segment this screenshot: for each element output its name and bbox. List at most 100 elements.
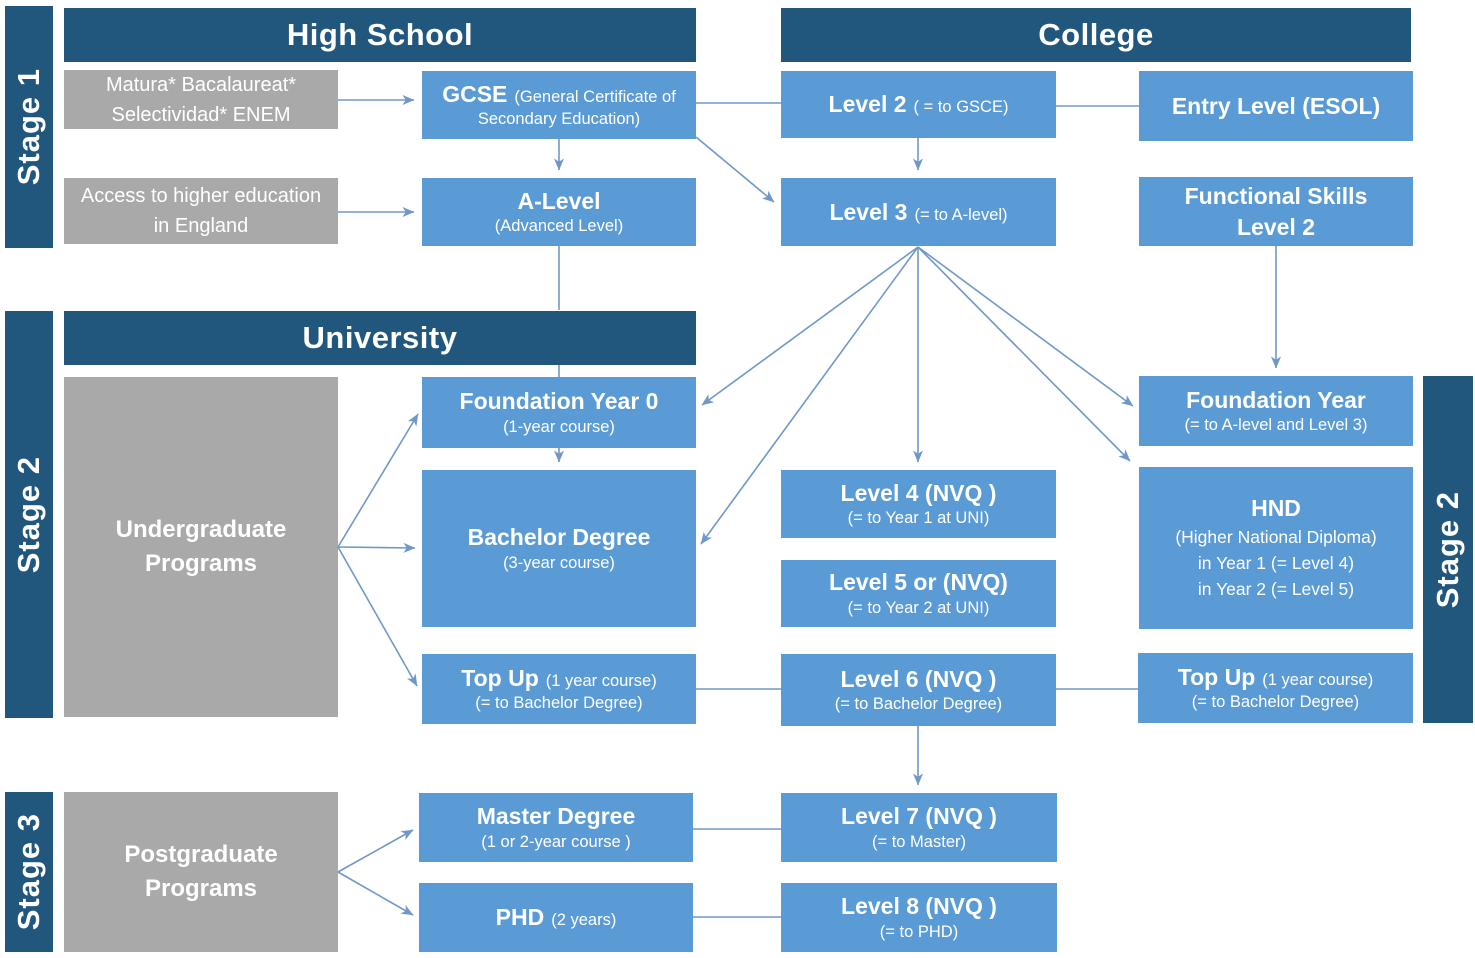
foundation-year0-title: Foundation Year 0 (459, 388, 659, 415)
phd-title: PHD (495, 904, 545, 931)
gcse-text: GCSE(General Certificate of Secondary Ed… (432, 79, 686, 131)
level3-title: Level 3 (829, 198, 908, 225)
hnd-box: HND (Higher National Diploma) in Year 1 … (1139, 467, 1413, 629)
college-header: College (781, 8, 1411, 62)
functional-skills-title: Functional Skills (1184, 183, 1368, 210)
phd-subtitle: (2 years) (551, 911, 617, 930)
level5-subtitle: (= to Year 2 at UNI) (847, 598, 990, 617)
stage1-label: Stage 1 (11, 68, 46, 186)
level6-title: Level 6 (NVQ ) (840, 665, 997, 692)
stage3-bar: Stage 3 (5, 792, 53, 952)
a-level-subtitle: (Advanced Level) (494, 217, 624, 236)
level2-title: Level 2 (828, 91, 907, 118)
postgraduate-line2: Programs (144, 875, 258, 902)
level3-subtitle: (= to A-level) (914, 205, 1008, 224)
matura-line2: Selectividad* ENEM (111, 103, 291, 126)
top-up-university-sub2: (= to Bachelor Degree) (475, 694, 643, 713)
arrow-undergrad-to-top-up (337, 546, 418, 687)
arrow-level3-to-foundation0 (701, 246, 919, 406)
level3-box: Level 3 (= to A-level) (781, 178, 1056, 246)
bachelor-title: Bachelor Degree (467, 524, 651, 551)
top-up-college-sub: (1 year course) (1262, 670, 1374, 689)
level5-title: Level 5 or (NVQ) (829, 569, 1008, 596)
level7-subtitle: (= to Master) (872, 832, 966, 851)
level5-nvq-box: Level 5 or (NVQ) (= to Year 2 at UNI) (781, 560, 1056, 627)
foundation-year-subtitle: (= to A-level and Level 3) (1184, 416, 1368, 435)
foundation-year-box: Foundation Year (= to A-level and Level … (1139, 376, 1413, 446)
gcse-title: GCSE (442, 80, 508, 107)
bachelor-subtitle: (3-year course) (503, 553, 615, 572)
level2-box: Level 2 ( = to GSCE) (781, 71, 1056, 138)
arrow-postgrad-to-phd (337, 871, 414, 916)
functional-skills-title2: Level 2 (1237, 213, 1315, 240)
level7-title: Level 7 (NVQ ) (841, 803, 997, 830)
stage2-right-label: Stage 2 (1430, 490, 1465, 609)
university-title: University (302, 320, 458, 355)
top-up-college-box: Top Up (1 year course) (= to Bachelor Deg… (1138, 653, 1413, 723)
master-degree-box: Master Degree (1 or 2-year course ) (419, 793, 693, 862)
level8-title: Level 8 (NVQ ) (841, 893, 997, 920)
arrow-gcse-to-level3 (695, 136, 775, 203)
hnd-year1: in Year 1 (= Level 4) (1197, 553, 1355, 574)
access-line1: Access to higher education (80, 185, 322, 207)
university-header: University (64, 311, 696, 365)
level7-nvq-box: Level 7 (NVQ ) (= to Master) (781, 793, 1057, 862)
college-title: College (1038, 17, 1154, 52)
access-line2: in England (153, 215, 249, 237)
arrow-postgrad-to-master (337, 829, 414, 873)
entry-level-title: Entry Level (ESOL) (1171, 92, 1381, 119)
undergraduate-programs-box: Undergraduate Programs (64, 377, 338, 717)
level6-nvq-box: Level 6 (NVQ ) (= to Bachelor Degree) (781, 654, 1056, 726)
phd-text: PHD (2 years) (496, 902, 617, 932)
matura-box: Matura* Bacalaureat* Selectividad* ENEM (64, 70, 338, 129)
master-subtitle: (1 or 2-year course ) (481, 832, 631, 851)
hnd-subtitle: (Higher National Diploma) (1175, 526, 1377, 547)
undergraduate-line1: Undergraduate (115, 516, 287, 544)
phd-box: PHD (2 years) (419, 883, 693, 952)
postgraduate-programs-box: Postgraduate Programs (64, 792, 338, 952)
entry-level-esol-box: Entry Level (ESOL) (1139, 71, 1413, 141)
a-level-title: A-Level (517, 187, 601, 214)
bachelor-degree-box: Bachelor Degree (3-year course) (422, 470, 696, 627)
level6-subtitle: (= to Bachelor Degree) (834, 695, 1003, 714)
access-box: Access to higher education in England (64, 178, 338, 244)
stage2-left-bar: Stage 2 (5, 311, 53, 718)
top-up-college-sub2: (= to Bachelor Degree) (1191, 693, 1360, 712)
high-school-title: High School (286, 17, 474, 52)
matura-line1: Matura* Bacalaureat* (105, 73, 297, 96)
postgraduate-line1: Postgraduate (124, 841, 278, 869)
top-up-university-line1: Top Up (1 year course) (461, 663, 656, 693)
level4-nvq-box: Level 4 (NVQ ) (= to Year 1 at UNI) (781, 470, 1056, 538)
arrow-undergrad-to-foundation0 (337, 413, 419, 548)
gcse-box: GCSE(General Certificate of Secondary Ed… (422, 71, 696, 139)
stage2-left-label: Stage 2 (11, 455, 46, 574)
level8-subtitle: (= to PHD) (879, 922, 959, 941)
hnd-title: HND (1251, 495, 1301, 522)
foundation-year0-subtitle: (1-year course) (503, 417, 615, 436)
level3-text: Level 3 (= to A-level) (829, 197, 1007, 227)
master-title: Master Degree (476, 803, 636, 830)
top-up-university-sub: (1 year course) (545, 671, 657, 690)
arrow-level3-to-hnd (917, 246, 1131, 462)
level8-nvq-box: Level 8 (NVQ ) (= to PHD) (781, 883, 1057, 952)
arrow-level3-to-foundation-year (917, 246, 1134, 407)
functional-skills-box: Functional Skills Level 2 (1139, 177, 1413, 246)
level4-subtitle: (= to Year 1 at UNI) (847, 509, 990, 528)
stage1-bar: Stage 1 (5, 6, 53, 248)
top-up-university-title: Top Up (461, 664, 539, 691)
arrow-undergrad-to-bachelor (337, 542, 416, 553)
gcse-subtitle: (General Certificate of Secondary Educat… (477, 87, 676, 129)
hnd-year2: in Year 2 (= Level 5) (1197, 579, 1355, 600)
stage2-right-bar: Stage 2 (1423, 376, 1473, 723)
undergraduate-line2: Programs (144, 550, 258, 577)
high-school-header: High School (64, 8, 696, 62)
top-up-college-line1: Top Up (1 year course) (1178, 662, 1373, 692)
top-up-college-title: Top Up (1177, 663, 1256, 690)
top-up-university-box: Top Up (1 year course) (= to Bachelor Deg… (422, 654, 696, 724)
level4-title: Level 4 (NVQ ) (840, 479, 997, 506)
level2-subtitle: ( = to GSCE) (913, 98, 1009, 117)
foundation-year-title: Foundation Year (1186, 386, 1366, 413)
level2-text: Level 2 ( = to GSCE) (829, 89, 1009, 119)
stage3-label: Stage 3 (11, 813, 46, 931)
